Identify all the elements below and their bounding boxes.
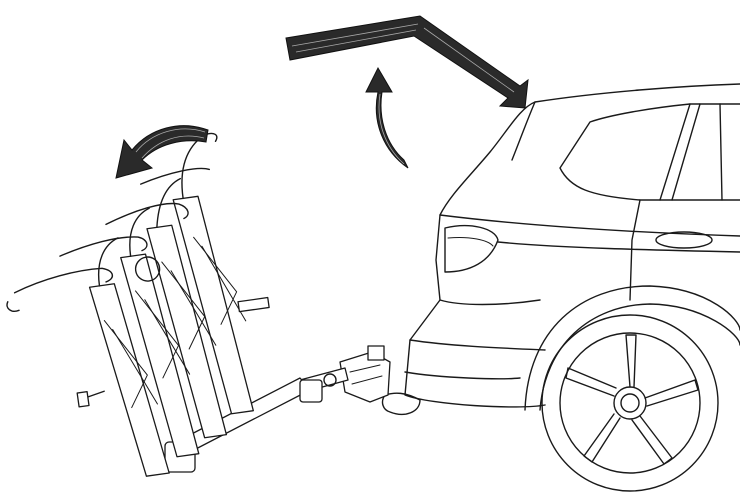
tailgate-lift-arrow — [365, 66, 409, 169]
door-line — [629, 199, 641, 301]
bike-2 — [105, 177, 228, 439]
rear-window — [559, 103, 740, 201]
car — [381, 83, 740, 492]
bike-4 — [6, 237, 170, 477]
car-roof-edge — [511, 101, 536, 161]
wheel-arch — [524, 285, 740, 411]
tow-ball-mount — [381, 392, 421, 416]
bikes — [6, 132, 270, 477]
light-board-right — [299, 379, 323, 403]
car-body-outline — [404, 83, 740, 408]
tail-light — [444, 224, 499, 273]
rear-wheel — [541, 314, 719, 492]
door-handle — [655, 231, 713, 249]
bike-3 — [59, 207, 200, 458]
body-crease — [439, 214, 740, 237]
window-pillar-3 — [719, 103, 723, 201]
tailgate-open-arrow — [285, 15, 529, 109]
window-pillar — [659, 103, 691, 201]
bike-1 — [140, 132, 270, 415]
tilt-arrow — [115, 125, 209, 179]
window-pillar-2 — [671, 103, 701, 201]
rear-bumper — [404, 299, 546, 380]
